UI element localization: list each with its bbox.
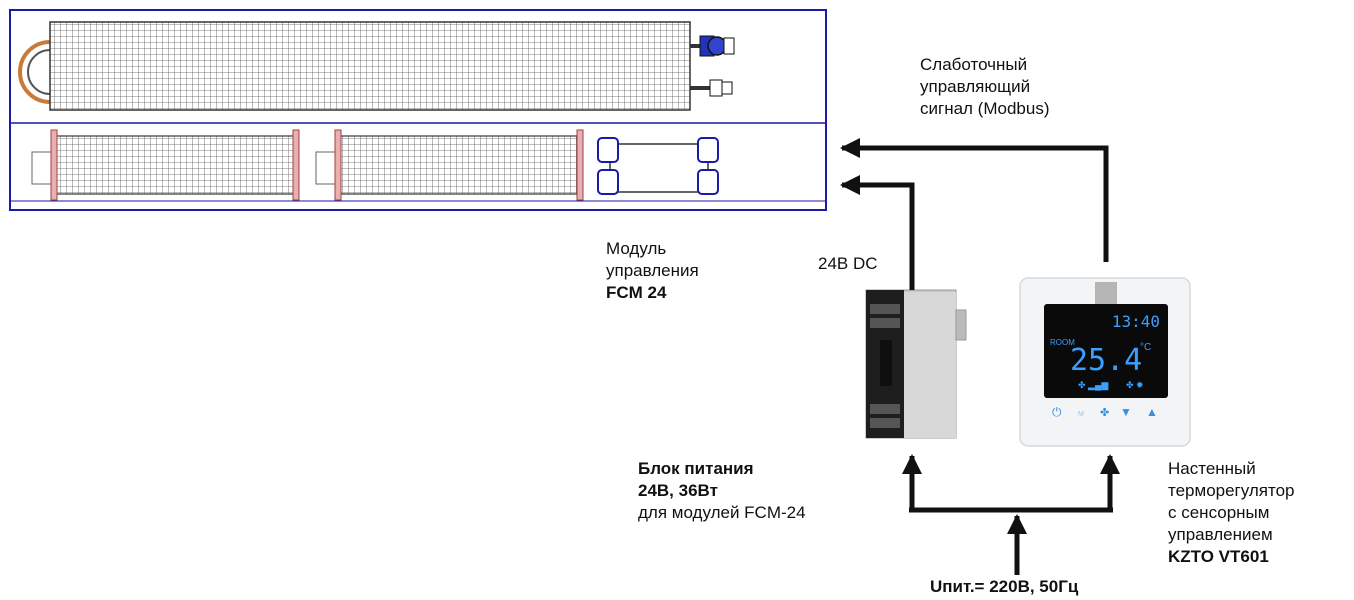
fan-icon: ✤ bbox=[1100, 407, 1109, 419]
display-time: 13:40 bbox=[1112, 312, 1160, 331]
modbus-signal-arrow bbox=[842, 148, 1106, 262]
display-mode-icon: ✤ ✹ bbox=[1126, 380, 1144, 390]
heat-exchanger-top bbox=[20, 22, 734, 110]
mains-supply-label: Uпит.= 220В, 50Гц bbox=[930, 576, 1078, 598]
convector-drawing bbox=[10, 10, 826, 210]
modbus-signal-label: Слаботочный управляющий сигнал (Modbus) bbox=[920, 54, 1049, 120]
up-arrow-icon: ▲ bbox=[1146, 405, 1158, 419]
fan-module-right bbox=[316, 130, 583, 200]
power-icon: ⏻ bbox=[1052, 405, 1062, 419]
control-box bbox=[598, 138, 718, 194]
display-fan-icon: ✤ ▂▄▆ bbox=[1078, 380, 1109, 391]
display-unit: °C bbox=[1140, 342, 1151, 353]
mode-icon: M bbox=[1078, 411, 1084, 418]
power-supply-label: Блок питания 24В, 36Вт для модулей FCM-2… bbox=[638, 458, 806, 524]
down-arrow-icon: ▼ bbox=[1120, 405, 1132, 419]
thermostat-label: Настенный терморегулятор с сенсорным упр… bbox=[1168, 458, 1295, 568]
thermostat-device: 13:40 ROOM 25.4 °C ✤ ▂▄▆ ✤ ✹ ⏻ M ✤ ▼ ▲ bbox=[1020, 278, 1190, 446]
dc-voltage-label: 24В DC bbox=[818, 253, 878, 275]
display-temperature: 25.4 bbox=[1070, 343, 1142, 378]
power-supply-unit bbox=[866, 290, 966, 438]
fan-module-left bbox=[32, 130, 299, 200]
control-module-label: Модуль управления FCM 24 bbox=[606, 238, 699, 304]
